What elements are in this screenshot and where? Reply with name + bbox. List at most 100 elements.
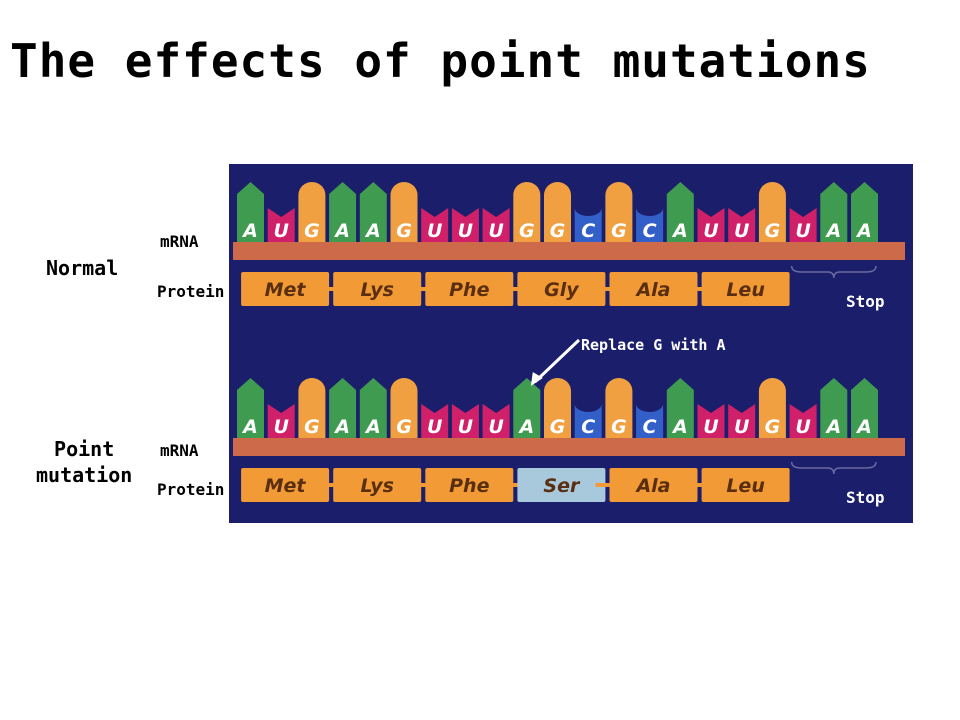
mutated-base-letter-20: A xyxy=(855,416,872,438)
mutated-base-15 xyxy=(697,404,725,438)
mutated-base-letter-5: G xyxy=(396,416,412,438)
mutated-base-letter-0: A xyxy=(241,416,258,438)
normal-base-9 xyxy=(513,182,541,242)
stop-label-normal: Stop xyxy=(846,292,885,311)
normal-base-6 xyxy=(421,208,449,242)
normal-base-letter-20: A xyxy=(855,220,872,242)
point-mutation-label-line2: mutation xyxy=(36,463,133,487)
normal-base-letter-5: G xyxy=(396,220,412,242)
normal-amino-acid-label-4: Ala xyxy=(634,279,670,301)
mutated-base-17 xyxy=(758,378,786,438)
mutated-base-letter-14: A xyxy=(671,416,688,438)
mutated-peptide-bond-5 xyxy=(687,483,706,487)
mrna-label-normal: mRNA xyxy=(160,232,199,251)
mutated-base-10 xyxy=(544,378,571,438)
stop-label-mutation: Stop xyxy=(846,488,885,507)
normal-base-17 xyxy=(758,182,786,242)
normal-base-letter-11: C xyxy=(581,220,595,242)
mutated-amino-acid-3 xyxy=(517,468,606,502)
mutated-base-16 xyxy=(728,404,756,438)
mutated-base-0 xyxy=(237,378,264,438)
mutated-base-letter-16: U xyxy=(734,416,750,438)
normal-peptide-bond-5 xyxy=(687,287,706,291)
replace-arrow-line xyxy=(533,338,581,384)
normal-peptide-bond-3 xyxy=(503,287,522,291)
normal-base-8 xyxy=(482,208,510,242)
mutated-base-letter-3: A xyxy=(333,416,350,438)
mutated-base-letter-1: U xyxy=(273,416,289,438)
normal-backbone xyxy=(233,242,905,260)
mutated-base-2 xyxy=(298,378,326,438)
mutated-amino-acid-label-2: Phe xyxy=(449,475,489,497)
protein-label-normal: Protein xyxy=(157,282,225,301)
mutated-amino-acid-label-0: Met xyxy=(265,475,307,497)
mutated-peptide-bond-3 xyxy=(503,483,522,487)
normal-base-7 xyxy=(451,208,479,242)
mutated-base-6 xyxy=(421,404,449,438)
normal-base-letter-1: U xyxy=(273,220,289,242)
mutated-base-letter-19: A xyxy=(824,416,841,438)
normal-base-letter-0: A xyxy=(241,220,258,242)
normal-base-letter-7: U xyxy=(458,220,474,242)
normal-base-4 xyxy=(359,182,387,242)
normal-peptide-bond-2 xyxy=(411,287,430,291)
mutated-amino-acid-4 xyxy=(609,468,698,502)
normal-base-letter-2: G xyxy=(304,220,320,242)
normal-base-letter-8: U xyxy=(488,220,504,242)
mutated-amino-acid-label-4: Ala xyxy=(634,475,670,497)
mutated-base-7 xyxy=(451,404,479,438)
normal-peptide-bond-1 xyxy=(319,287,338,291)
normal-base-letter-10: G xyxy=(550,220,566,242)
mutated-base-letter-9: A xyxy=(517,416,534,438)
normal-peptide-bond-4 xyxy=(595,287,614,291)
normal-amino-acid-0 xyxy=(241,272,330,306)
mutated-base-8 xyxy=(482,404,510,438)
mutated-base-1 xyxy=(267,404,295,438)
normal-base-1 xyxy=(267,208,295,242)
replace-label: Replace G with A xyxy=(581,336,726,354)
mutated-base-12 xyxy=(605,378,633,438)
normal-base-letter-16: U xyxy=(734,220,750,242)
normal-amino-acid-3 xyxy=(517,272,606,306)
normal-amino-acid-label-2: Phe xyxy=(449,279,489,301)
normal-base-12 xyxy=(605,182,633,242)
mutated-base-9 xyxy=(513,378,541,438)
mutated-base-letter-4: A xyxy=(364,416,381,438)
normal-base-letter-3: A xyxy=(333,220,350,242)
mutated-base-13 xyxy=(636,404,664,438)
mutated-base-14 xyxy=(666,378,694,438)
normal-amino-acid-1 xyxy=(333,272,422,306)
normal-base-letter-14: A xyxy=(671,220,688,242)
normal-base-5 xyxy=(390,182,418,242)
mutated-amino-acid-label-3: Ser xyxy=(543,475,581,497)
mutated-base-letter-10: G xyxy=(550,416,566,438)
normal-base-0 xyxy=(237,182,264,242)
normal-base-11 xyxy=(574,208,602,242)
normal-base-10 xyxy=(544,182,571,242)
normal-stop-brace xyxy=(790,265,877,279)
normal-base-letter-17: G xyxy=(765,220,781,242)
normal-base-letter-6: U xyxy=(427,220,443,242)
mutated-base-letter-18: U xyxy=(795,416,811,438)
mutated-base-letter-11: C xyxy=(581,416,595,438)
normal-base-3 xyxy=(329,182,357,242)
normal-base-letter-9: G xyxy=(519,220,535,242)
mutated-amino-acid-label-1: Lys xyxy=(360,475,393,497)
mutated-base-19 xyxy=(820,378,848,438)
normal-amino-acid-2 xyxy=(425,272,514,306)
normal-base-20 xyxy=(851,182,878,242)
point-mutation-label-line1: Point xyxy=(54,437,115,461)
normal-base-13 xyxy=(636,208,664,242)
mutated-backbone xyxy=(233,438,905,456)
mutated-base-3 xyxy=(329,378,357,438)
normal-base-14 xyxy=(666,182,694,242)
normal-base-letter-15: U xyxy=(703,220,719,242)
mutated-base-letter-12: G xyxy=(611,416,627,438)
normal-base-letter-19: A xyxy=(824,220,841,242)
mutated-amino-acid-0 xyxy=(241,468,330,502)
mutated-base-letter-2: G xyxy=(304,416,320,438)
normal-base-15 xyxy=(697,208,725,242)
mutated-peptide-bond-1 xyxy=(319,483,338,487)
